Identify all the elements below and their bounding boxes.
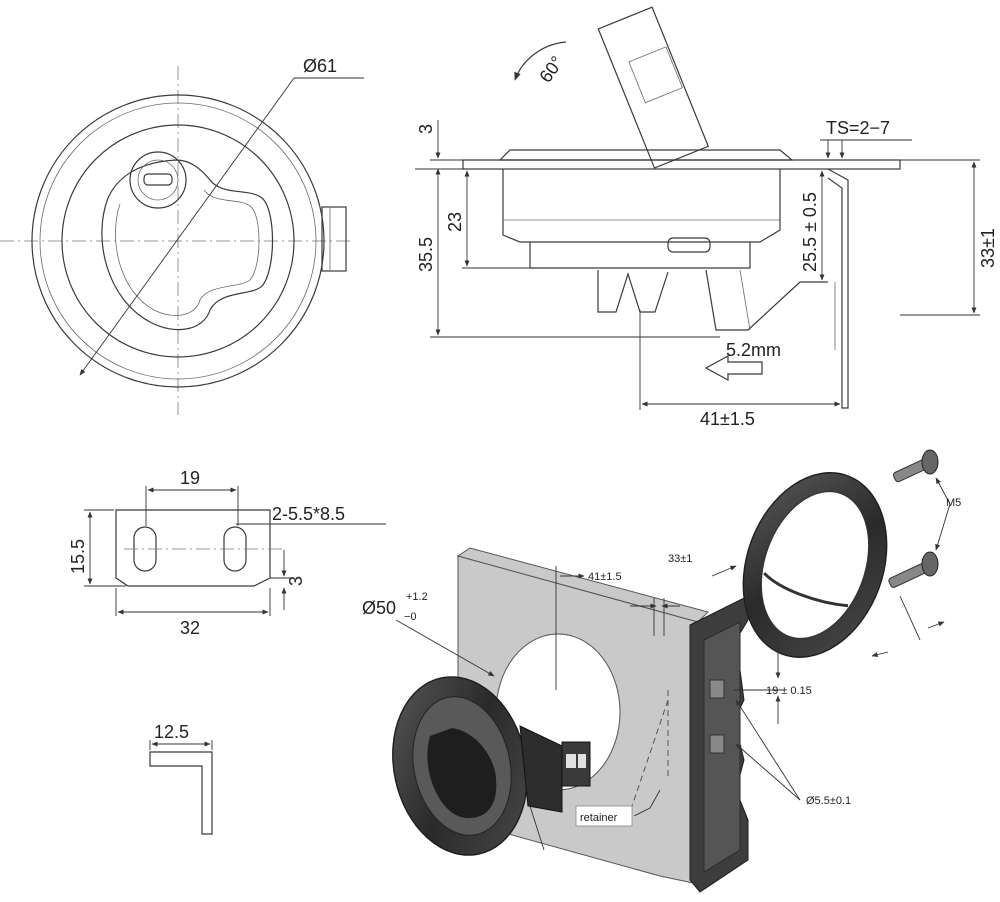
outer-flange-circle [31,94,325,388]
retainer-callout-box [575,805,633,827]
push-arrow [704,354,763,382]
handle-cavity [101,159,274,331]
dia-50-tol-minus: −0 [404,611,417,623]
trim-ring [742,472,888,658]
top-view: Ø61 [0,56,364,415]
dia-61-label: Ø61 [303,56,337,76]
dim-12-5-label: 12.5 [154,722,189,742]
dim-41-label: 41±1.5 [700,409,755,429]
m5-label: M5 [946,497,961,509]
dim-25-5-label: 25.5 ± 0.5 [800,192,820,272]
lock-knob [129,151,187,209]
retainer-label: retainer [580,812,618,824]
dim-35-5-label: 35.5 [416,237,436,272]
iso-19-label: 19 ± 0.15 [766,685,812,697]
dim-32-label: 32 [180,618,200,638]
dia-50-tol-plus: +1.2 [406,591,428,603]
screw-bottom [888,551,939,588]
iso-41-label: 41±1.5 [588,571,622,583]
mounting-panel [462,159,901,170]
dim-3-small-label: 3 [286,576,306,586]
angle-60-label: 60° [535,52,567,86]
iso-5-5-label: Ø5.5±0.1 [806,795,851,807]
side-latch [321,206,347,272]
slots-label: 2-5.5*8.5 [272,504,345,524]
iso-33-label: 33±1 [668,553,692,565]
retainer-bracket [827,168,849,409]
latch-handle-iso [392,676,591,856]
dia-50-label: Ø50 [362,598,396,618]
dim-15-5-label: 15.5 [68,539,88,574]
dim-33-label: 33±1 [978,228,998,268]
bracket-profile-view: 12.5 [149,722,213,835]
ts-label: TS=2−7 [826,118,890,138]
dim-5-2-label: 5.2mm [726,340,781,360]
lifted-handle [597,6,710,169]
isometric-assembly: M5 41±1.5 33±1 Ø50 +1.2 −0 19 ± 0.15 Ø5.… [362,449,961,893]
slot-plate-view: 19 2-5.5*8.5 15.5 3 32 [68,468,386,638]
side-view: 60° TS=2−7 3 35.5 23 [415,6,998,429]
dim-23-label: 23 [445,212,465,232]
latch-body [502,169,781,243]
dim-19-label: 19 [180,468,200,488]
dim-3-top-label: 3 [416,124,436,134]
screw-top [892,449,939,483]
